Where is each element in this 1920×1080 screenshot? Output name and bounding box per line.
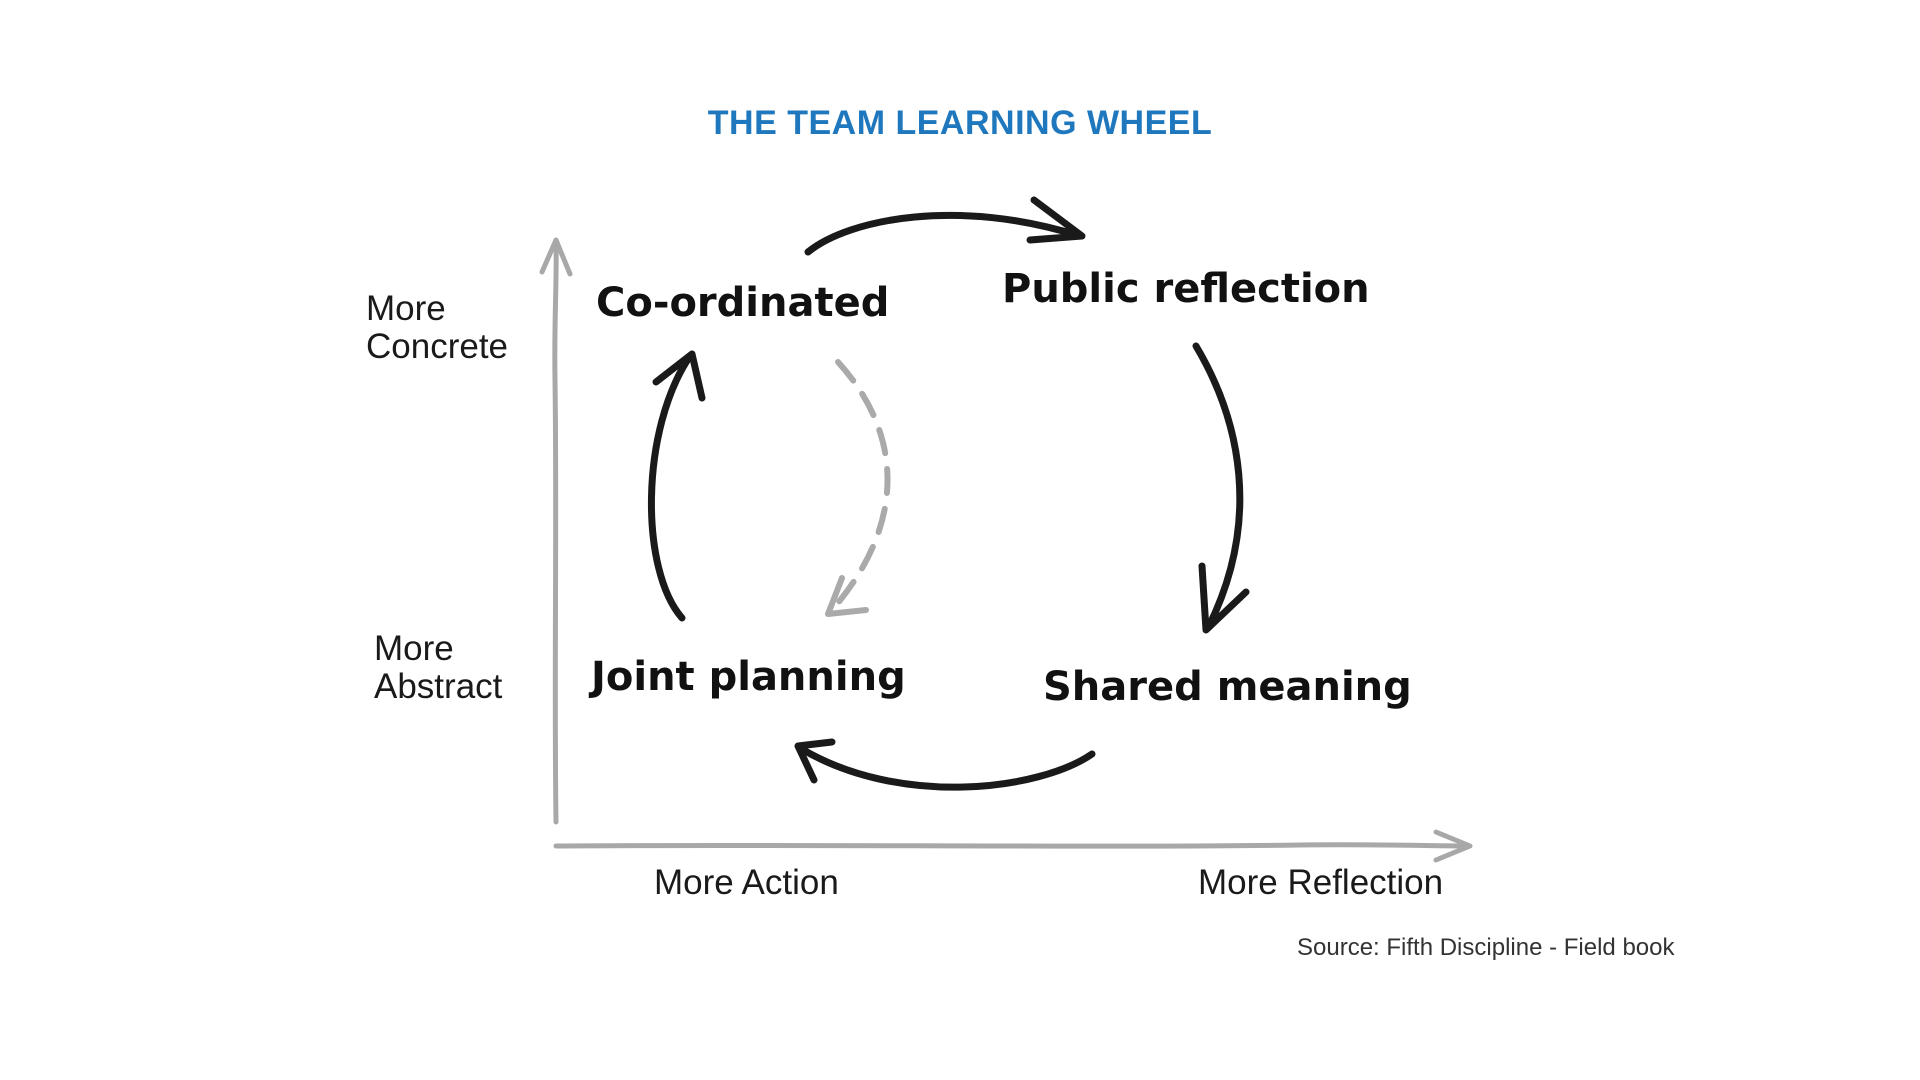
arrow-coordinated-to-public-reflection — [804, 196, 1086, 256]
node-shared-meaning: Shared meaning — [1043, 664, 1412, 710]
arrow-joint-planning-to-coordinated — [648, 350, 706, 622]
y-axis — [539, 237, 573, 825]
arrow-shared-meaning-to-joint-planning — [794, 738, 1096, 791]
arrow-public-reflection-to-shared-meaning — [1192, 342, 1250, 634]
y-axis-label-top-line-2: Concrete — [366, 327, 509, 366]
source-credit: Source: Fifth Discipline - Field book — [1297, 934, 1675, 961]
x-axis — [553, 829, 1473, 863]
y-axis-label-bottom-line-2: Abstract — [374, 667, 503, 706]
y-axis-label-top-line-1: More — [366, 289, 446, 328]
node-joint-planning: Joint planning — [591, 654, 906, 700]
x-axis-label-right: More Reflection — [1198, 863, 1444, 902]
y-axis-label-bottom-line-1: More — [374, 629, 454, 668]
y-axis-label-bottom: More Abstract — [374, 630, 502, 706]
y-axis-line — [552, 239, 559, 825]
dashed-arrow-coordinated-to-joint-planning — [825, 359, 891, 617]
x-axis-line — [553, 842, 1471, 849]
y-axis-arrowhead — [539, 237, 573, 277]
node-public-reflection: Public reflection — [1002, 266, 1370, 312]
y-axis-label-top: More Concrete — [366, 290, 508, 366]
node-coordinated: Co-ordinated — [596, 280, 890, 326]
x-axis-label-left: More Action — [654, 863, 839, 902]
diagram-title: THE TEAM LEARNING WHEEL — [707, 104, 1213, 142]
x-axis-arrowhead — [1433, 829, 1473, 863]
